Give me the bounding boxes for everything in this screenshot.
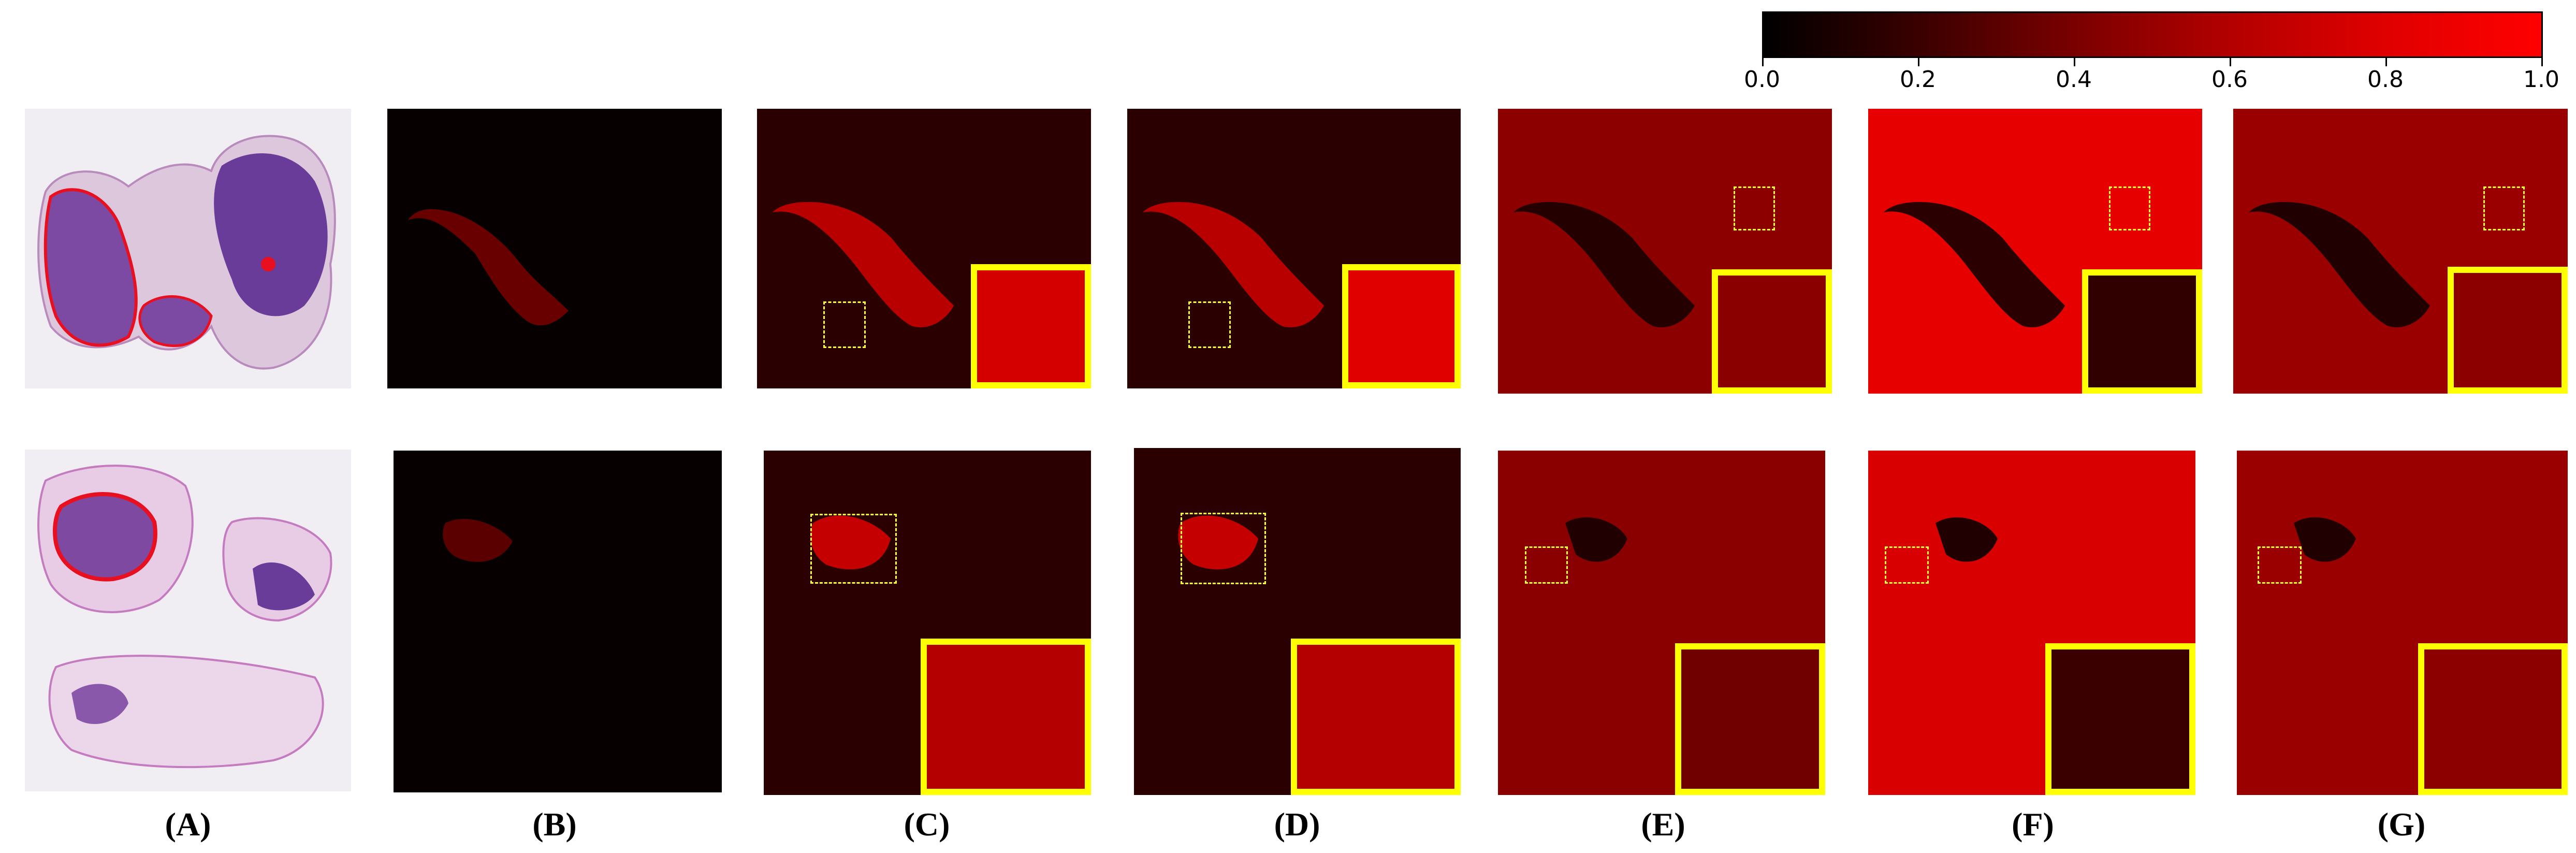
column-label-a: (A) bbox=[165, 806, 211, 843]
heatmap-f-row1 bbox=[1868, 109, 2202, 394]
tumor-region-graphic bbox=[1884, 202, 2065, 327]
heatmap-g-row2 bbox=[2237, 451, 2568, 795]
zoom-inset bbox=[2082, 269, 2202, 394]
colorbar-tick bbox=[2230, 58, 2231, 66]
roi-box bbox=[810, 514, 897, 584]
colorbar-label: 0.0 bbox=[1744, 66, 1780, 93]
heatmap-b-row1 bbox=[387, 109, 722, 388]
zoom-inset bbox=[921, 639, 1091, 795]
heatmap-d-row2 bbox=[1134, 448, 1461, 795]
tumor-region-graphic bbox=[1178, 515, 1258, 570]
colorbar-label: 1.0 bbox=[2523, 66, 2559, 93]
roi-box bbox=[1734, 186, 1775, 230]
tumor-region-graphic bbox=[408, 209, 569, 326]
colorbar-label: 0.8 bbox=[2367, 66, 2404, 93]
he-slide-row1 bbox=[25, 109, 351, 388]
roi-box bbox=[1525, 546, 1568, 584]
heatmap-g-row1 bbox=[2233, 109, 2568, 394]
tumor-region-graphic bbox=[1935, 517, 1998, 562]
colorbar-tick bbox=[2074, 58, 2075, 66]
zoom-inset bbox=[2418, 643, 2568, 795]
zoom-inset bbox=[1291, 639, 1461, 795]
roi-box bbox=[1885, 546, 1929, 584]
colorbar-label: 0.2 bbox=[1900, 66, 1936, 93]
column-label-b: (B) bbox=[532, 806, 577, 843]
zoom-inset bbox=[1712, 269, 1832, 394]
zoom-inset bbox=[971, 264, 1091, 388]
column-label-c: (C) bbox=[904, 806, 950, 843]
column-label-f: (F) bbox=[2012, 806, 2054, 843]
zoom-inset bbox=[1675, 643, 1825, 795]
colorbar bbox=[1762, 11, 2543, 58]
heatmap-d-row1 bbox=[1127, 109, 1461, 388]
heatmap-c-row1 bbox=[757, 109, 1091, 388]
tumor-region-graphic bbox=[2294, 517, 2356, 562]
tumor-region-graphic bbox=[443, 519, 513, 562]
heatmap-c-row2 bbox=[764, 451, 1091, 795]
roi-box bbox=[2258, 546, 2302, 584]
colorbar-tick bbox=[2385, 58, 2387, 66]
heatmap-b-row2 bbox=[394, 451, 722, 792]
heatmap-f-row2 bbox=[1868, 451, 2195, 795]
colorbar-label: 0.6 bbox=[2211, 66, 2248, 93]
tumor-region-graphic bbox=[2249, 202, 2430, 327]
zoom-inset bbox=[2045, 643, 2195, 795]
column-label-d: (D) bbox=[1274, 806, 1320, 843]
roi-box bbox=[2483, 186, 2525, 230]
colorbar-label: 0.4 bbox=[2056, 66, 2092, 93]
zoom-inset bbox=[2448, 267, 2568, 394]
colorbar-tick bbox=[1918, 58, 1919, 66]
tumor-region-graphic bbox=[773, 202, 954, 327]
column-label-g: (G) bbox=[2377, 806, 2426, 843]
roi-box bbox=[1181, 513, 1266, 584]
column-label-e: (E) bbox=[1641, 806, 1685, 843]
he-slide-row2 bbox=[25, 450, 351, 791]
zoom-inset bbox=[1342, 264, 1461, 388]
roi-box bbox=[823, 301, 866, 348]
tumor-region-graphic bbox=[1143, 202, 1324, 327]
heatmap-e-row1 bbox=[1498, 109, 1832, 394]
tumor-region-graphic bbox=[810, 515, 891, 570]
tumor-region-graphic bbox=[1565, 517, 1627, 562]
colorbar-tick bbox=[1762, 58, 1764, 66]
tumor-region-graphic bbox=[1513, 202, 1695, 327]
heatmap-e-row2 bbox=[1498, 451, 1825, 795]
colorbar-tick bbox=[2541, 58, 2543, 66]
roi-box bbox=[2109, 186, 2150, 230]
he-tissue-graphic bbox=[37, 135, 336, 370]
he-tissue-graphic bbox=[37, 465, 332, 769]
roi-box bbox=[1188, 301, 1231, 348]
